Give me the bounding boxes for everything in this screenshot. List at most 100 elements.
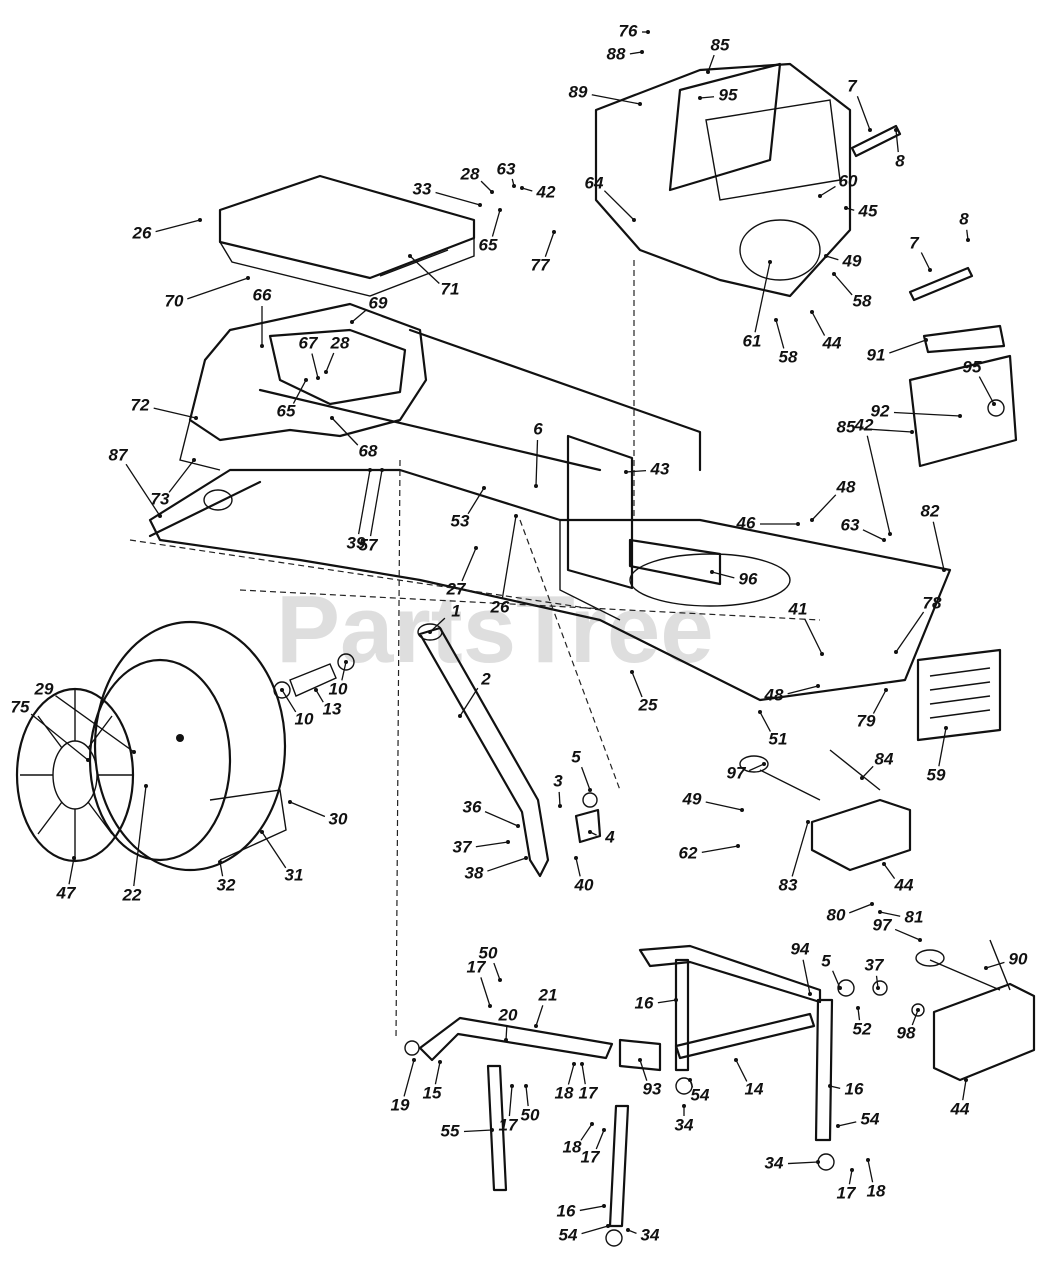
part-number-label: 87 xyxy=(109,445,129,464)
callout-52: 52 xyxy=(853,1006,872,1038)
part-number-label: 89 xyxy=(569,82,588,101)
leader-tip xyxy=(602,1128,606,1132)
leader-tip xyxy=(734,1058,738,1062)
leader-tip xyxy=(674,998,678,1002)
leader-tip xyxy=(412,1058,416,1062)
part-number-label: 22 xyxy=(122,885,142,904)
leader-tip xyxy=(682,1104,686,1108)
leader-line xyxy=(168,459,195,493)
callout-19: 19 xyxy=(391,1058,416,1114)
callout-87: 87 xyxy=(109,445,162,518)
leader-line xyxy=(357,469,371,535)
callout-48: 48 xyxy=(764,684,820,704)
part-number-label: 92 xyxy=(871,401,890,420)
leader-tip xyxy=(876,986,880,990)
leader-line xyxy=(351,309,367,323)
leader-tip xyxy=(72,856,76,860)
callout-2: 2 xyxy=(458,669,491,718)
leader-tip xyxy=(844,206,848,210)
part-number-label: 95 xyxy=(963,357,982,376)
callout-30: 30 xyxy=(288,800,348,828)
leader-line xyxy=(535,1005,544,1027)
callout-55: 55 xyxy=(441,1121,494,1140)
leader-line xyxy=(819,185,836,197)
leader-tip xyxy=(992,402,996,406)
leader-tip xyxy=(380,468,384,472)
callout-44: 44 xyxy=(810,310,842,352)
leader-line xyxy=(872,689,887,714)
leader-tip xyxy=(324,370,328,374)
leader-line xyxy=(775,319,785,349)
callout-26: 26 xyxy=(132,218,202,242)
leader-tip xyxy=(924,338,928,342)
part-number-label: 42 xyxy=(536,182,556,201)
leader-line xyxy=(459,687,479,717)
callout-66: 66 xyxy=(253,285,272,348)
part-number-label: 17 xyxy=(837,1183,857,1202)
leader-line xyxy=(68,857,75,885)
part-number-label: 93 xyxy=(643,1079,662,1098)
leader-tip xyxy=(740,808,744,812)
leader-tip xyxy=(856,1006,860,1010)
leader-line xyxy=(837,1121,857,1127)
callout-38: 38 xyxy=(465,856,528,882)
leader-line xyxy=(862,529,885,541)
leader-line xyxy=(508,1085,513,1117)
leader-tip xyxy=(630,670,634,674)
part-number-label: 8 xyxy=(895,151,905,170)
callout-91: 91 xyxy=(867,338,928,364)
callout-57: 57 xyxy=(359,468,384,554)
leader-line xyxy=(867,1159,874,1183)
leader-line xyxy=(920,252,931,271)
callout-65: 65 xyxy=(277,378,308,420)
leader-tip xyxy=(828,1084,832,1088)
leader-tip xyxy=(602,1204,606,1208)
leader-line xyxy=(403,1059,415,1097)
leader-tip xyxy=(408,254,412,258)
part-number-label: 28 xyxy=(330,333,350,352)
part-number-label: 84 xyxy=(875,749,894,768)
callout-17: 17 xyxy=(837,1168,857,1202)
callout-85: 85 xyxy=(837,417,914,436)
leader-tip xyxy=(860,776,864,780)
part-number-label: 16 xyxy=(635,993,654,1012)
part-number-label: 41 xyxy=(788,599,808,618)
part-number-label: 71 xyxy=(441,279,460,298)
part-number-label: 30 xyxy=(329,809,348,828)
leader-tip xyxy=(810,518,814,522)
leader-tip xyxy=(818,194,822,198)
leader-tip xyxy=(884,688,888,692)
leader-line xyxy=(875,975,879,989)
part-number-label: 79 xyxy=(857,711,876,730)
callout-50: 50 xyxy=(479,943,502,982)
part-number-label: 73 xyxy=(151,489,170,508)
callout-54: 54 xyxy=(836,1109,880,1128)
callout-88: 88 xyxy=(607,44,644,63)
callout-16: 16 xyxy=(635,993,678,1012)
callout-33: 33 xyxy=(413,179,482,207)
part-number-label: 75 xyxy=(11,697,30,716)
callout-85: 85 xyxy=(706,35,730,74)
leader-line xyxy=(856,95,871,131)
leader-tip xyxy=(498,208,502,212)
leader-line xyxy=(631,671,643,698)
callout-5: 5 xyxy=(571,747,592,792)
leader-line xyxy=(581,1063,586,1085)
leader-tip xyxy=(736,844,740,848)
callout-43: 43 xyxy=(624,459,670,478)
callout-17: 17 xyxy=(579,1062,599,1102)
leader-tip xyxy=(260,830,264,834)
leader-tip xyxy=(520,186,524,190)
part-number-label: 32 xyxy=(217,875,236,894)
leader-line xyxy=(567,1063,575,1085)
leader-line xyxy=(292,379,307,404)
callout-75: 75 xyxy=(11,697,90,762)
leader-tip xyxy=(304,378,308,382)
part-number-label: 34 xyxy=(765,1153,784,1172)
leader-line xyxy=(579,1205,605,1212)
leader-tip xyxy=(588,830,592,834)
callout-3: 3 xyxy=(553,771,563,808)
leader-tip xyxy=(706,70,710,74)
part-number-label: 64 xyxy=(585,173,604,192)
